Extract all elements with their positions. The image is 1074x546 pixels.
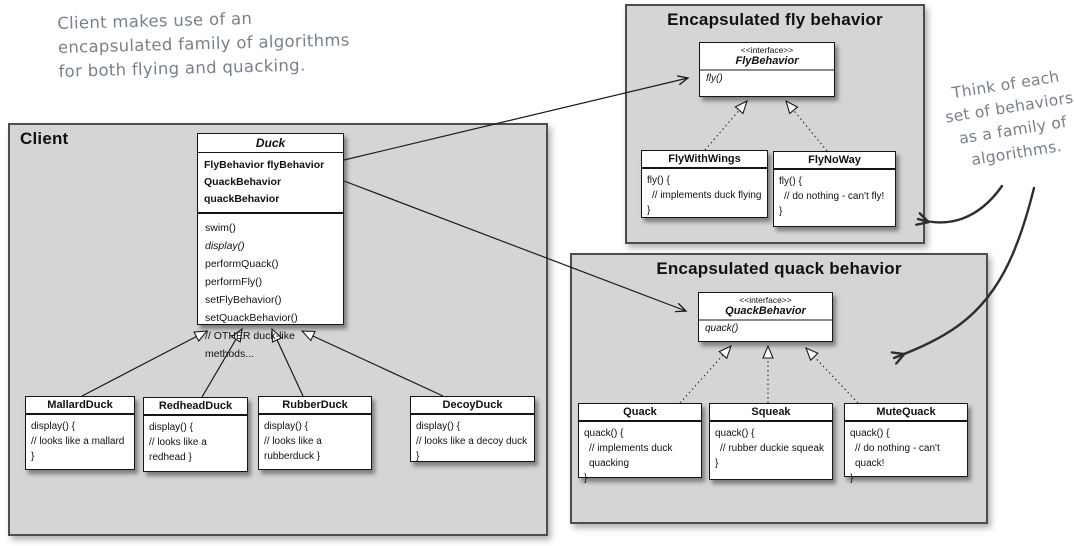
- class-quack-name: Quack: [579, 404, 701, 422]
- mutequack-code-line: quack() {: [850, 428, 890, 439]
- flybehavior-name: FlyBehavior: [735, 55, 799, 67]
- class-mallardduck-name: MallardDuck: [26, 397, 134, 415]
- client-panel-title: Client: [20, 129, 69, 148]
- squeak-code-line: quack() {: [715, 428, 755, 439]
- rubberduck-code-line: display() {: [264, 421, 308, 432]
- quack-close-brace: }: [584, 473, 588, 484]
- mallardduck-comment-line: // looks like a mallard }: [31, 436, 125, 462]
- class-duck-attributes: FlyBehavior flyBehavior QuackBehavior qu…: [198, 153, 343, 214]
- mutequack-close-brace: }: [850, 473, 854, 484]
- decoyduck-comment-line: // looks like a decoy duck }: [416, 436, 528, 462]
- decoyduck-code-line: display() {: [416, 421, 460, 432]
- flybehavior-stereotype: <<interface>>: [740, 45, 794, 55]
- flynoway-close-brace: }: [779, 206, 783, 217]
- interface-quackbehavior: <<interface>> QuackBehavior quack(): [698, 292, 833, 342]
- class-flynoway-name: FlyNoWay: [774, 152, 895, 170]
- class-duck: Duck FlyBehavior flyBehavior QuackBehavi…: [197, 133, 344, 360]
- class-rubberduck: RubberDuck display() { // looks like a r…: [258, 396, 372, 470]
- class-quack: Quack quack() { // implements duck quack…: [578, 403, 702, 484]
- quack-panel-title: Encapsulated quack behavior: [656, 259, 902, 278]
- class-squeak-name: Squeak: [710, 404, 832, 422]
- duck-method-other: // OTHER duck-like methods...: [205, 330, 295, 360]
- hand-arrow-to-fly-panel: [918, 184, 1004, 222]
- class-squeak: Squeak quack() { // rubber duckie squeak…: [709, 403, 833, 480]
- client-annotation-note: Client makes use of an encapsulated fami…: [57, 4, 379, 84]
- class-duck-methods: swim() display() performQuack() performF…: [198, 214, 343, 368]
- flywithwings-code-line: fly() {: [647, 175, 670, 186]
- duck-method-setquackbehavior: setQuackBehavior(): [205, 312, 298, 324]
- duck-method-performquack: performQuack(): [205, 258, 279, 270]
- flynoway-code-line: fly() {: [779, 176, 802, 187]
- duck-method-swim: swim(): [205, 222, 236, 234]
- class-flywithwings-name: FlyWithWings: [642, 151, 767, 169]
- redheadduck-code-line: display() {: [149, 422, 193, 433]
- class-flywithwings: FlyWithWings fly() { // implements duck …: [641, 150, 768, 218]
- class-redheadduck: RedheadDuck display() { // looks like a …: [143, 397, 248, 472]
- class-decoyduck-name: DecoyDuck: [411, 397, 534, 415]
- flybehavior-method: fly(): [706, 73, 723, 84]
- class-flynoway: FlyNoWay fly() { // do nothing - can't f…: [773, 151, 896, 227]
- flywithwings-close-brace: }: [647, 205, 651, 216]
- duck-attr-quackbehavior: QuackBehavior quackBehavior: [204, 176, 282, 205]
- interface-flybehavior: <<interface>> FlyBehavior fly(): [699, 42, 835, 97]
- class-decoyduck: DecoyDuck display() { // looks like a de…: [410, 396, 535, 462]
- class-duck-name: Duck: [198, 134, 343, 153]
- class-rubberduck-name: RubberDuck: [259, 397, 371, 415]
- duck-attr-flybehavior: FlyBehavior flyBehavior: [204, 159, 325, 171]
- redheadduck-comment-line: // looks like a redhead }: [149, 437, 207, 463]
- duck-method-performfly: performFly(): [205, 276, 263, 288]
- duck-method-display: display(): [205, 240, 245, 252]
- duck-method-setflybehavior: setFlyBehavior(): [205, 294, 282, 306]
- squeak-comment-line: // rubber duckie squeak: [720, 443, 824, 454]
- mallardduck-code-line: display() {: [31, 421, 75, 432]
- flynoway-comment-line: // do nothing - can't fly!: [784, 191, 885, 202]
- class-mutequack: MuteQuack quack() { // do nothing - can'…: [844, 403, 968, 484]
- mutequack-comment-line: // do nothing - can't quack!: [855, 443, 940, 469]
- quackbehavior-stereotype: <<interface>>: [739, 295, 792, 305]
- class-mallardduck: MallardDuck display() { // looks like a …: [25, 396, 135, 470]
- flywithwings-comment-line: // implements duck flying: [652, 190, 762, 201]
- quackbehavior-name: QuackBehavior: [725, 305, 806, 317]
- family-annotation-note: Think of each set of behaviors as a fami…: [929, 62, 1074, 177]
- fly-panel-title: Encapsulated fly behavior: [667, 10, 883, 29]
- quack-comment-line: // implements duck quacking: [589, 443, 673, 469]
- class-mutequack-name: MuteQuack: [845, 404, 967, 422]
- rubberduck-comment-line: // looks like a rubberduck }: [264, 436, 322, 462]
- quackbehavior-method: quack(): [705, 323, 739, 334]
- quack-code-line: quack() {: [584, 428, 624, 439]
- squeak-close-brace: }: [715, 458, 719, 469]
- class-redheadduck-name: RedheadDuck: [144, 398, 247, 416]
